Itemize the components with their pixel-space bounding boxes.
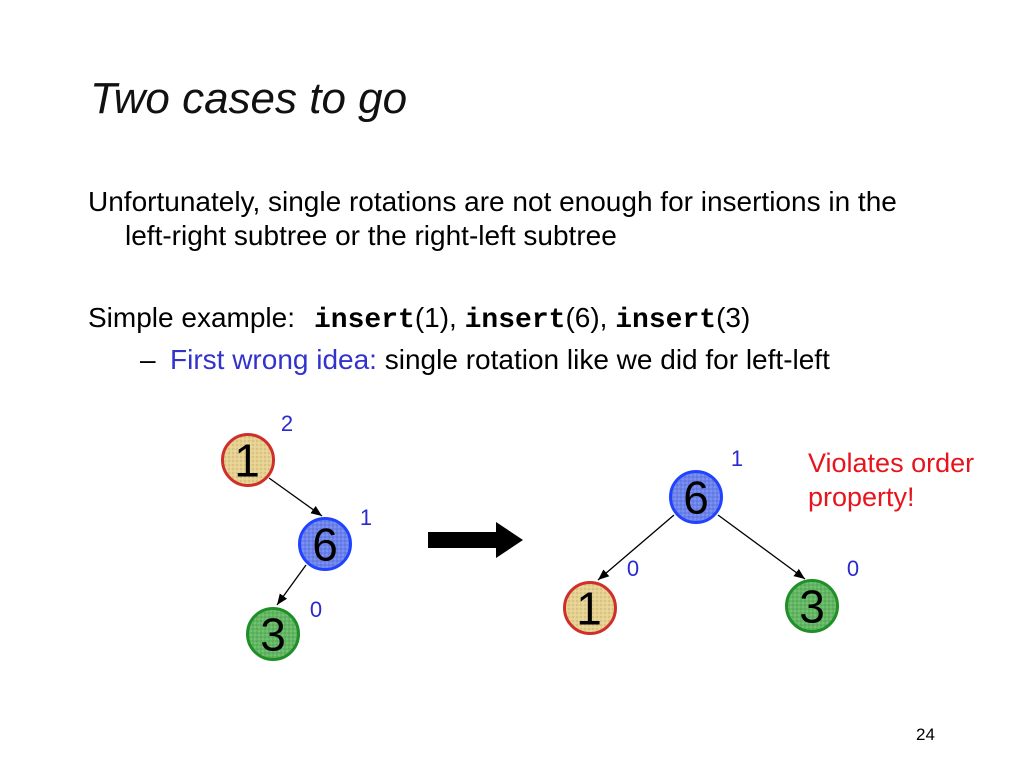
before-right-node: 6 bbox=[298, 517, 352, 571]
node-height-label: 1 bbox=[360, 505, 372, 530]
after-root-node: 6 bbox=[669, 470, 723, 524]
node-circle bbox=[298, 517, 352, 571]
node-key: 6 bbox=[312, 519, 338, 571]
after-right-node: 3 bbox=[785, 579, 839, 633]
bullet-text: single rotation like we did for left-lef… bbox=[384, 344, 830, 375]
node-key: 3 bbox=[799, 581, 825, 633]
before-edge-right-to-right-left bbox=[276, 564, 307, 606]
before-tree: 1 2 6 1 3 0 bbox=[221, 411, 372, 661]
bullet-marker: – bbox=[140, 344, 156, 375]
transformation-arrow bbox=[428, 522, 523, 558]
node-height-label: 2 bbox=[281, 411, 293, 436]
insert-call: insert (6), bbox=[465, 301, 608, 338]
node-key: 3 bbox=[260, 609, 286, 661]
insert-keyword: insert bbox=[313, 305, 415, 336]
after-left-node: 1 bbox=[563, 581, 617, 635]
node-height-label: 0 bbox=[310, 597, 322, 622]
body-paragraph: Unfortunately, single rotations are not … bbox=[88, 186, 897, 251]
insert-call: insert (3) bbox=[615, 301, 750, 338]
after-tree: 6 1 1 0 3 0 bbox=[563, 446, 859, 635]
example-line: Simple example: insert (1), insert (6), … bbox=[88, 301, 750, 338]
before-root-node: 1 bbox=[221, 433, 275, 487]
before-right-left-node: 3 bbox=[246, 607, 300, 661]
page-number: 24 bbox=[916, 725, 935, 744]
node-height-label: 0 bbox=[627, 556, 639, 581]
insert-call-sequence: insert (1), insert (6), insert (3) bbox=[314, 301, 750, 338]
sub-bullet: – First wrong idea: single rotation like… bbox=[140, 343, 830, 377]
node-circle bbox=[221, 433, 275, 487]
insert-keyword: insert bbox=[464, 305, 566, 336]
after-edge-root-to-right bbox=[717, 514, 806, 580]
insert-keyword: insert bbox=[615, 305, 717, 336]
node-circle bbox=[563, 581, 617, 635]
node-circle bbox=[246, 607, 300, 661]
bullet-highlight: First wrong idea: bbox=[170, 344, 377, 375]
insert-argument: (1), bbox=[414, 302, 457, 333]
before-edge-root-to-right bbox=[268, 477, 323, 517]
node-key: 6 bbox=[683, 472, 709, 524]
slide-title: Two cases to go bbox=[90, 74, 408, 123]
after-edge-root-to-left bbox=[597, 514, 675, 581]
node-height-label: 1 bbox=[731, 446, 743, 471]
insert-call: insert (1), bbox=[314, 301, 457, 338]
node-circle bbox=[785, 579, 839, 633]
node-key: 1 bbox=[576, 583, 602, 635]
order-violation-note: Violates order property! bbox=[808, 448, 975, 512]
node-key: 1 bbox=[234, 435, 260, 487]
insert-argument: (6), bbox=[565, 302, 608, 333]
node-height-label: 0 bbox=[847, 556, 859, 581]
insert-argument: (3) bbox=[716, 302, 751, 333]
node-circle bbox=[669, 470, 723, 524]
example-prefix: Simple example: bbox=[88, 302, 295, 333]
